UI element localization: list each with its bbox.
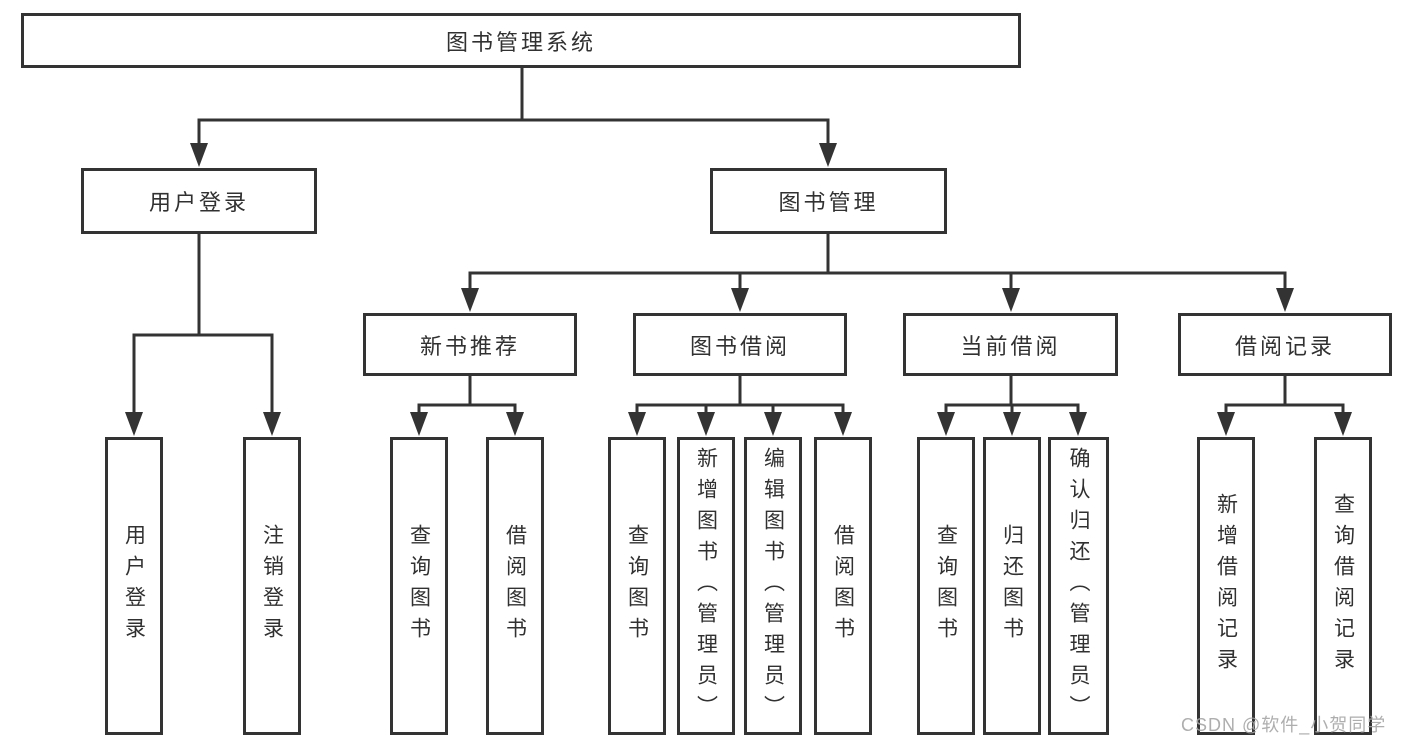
leaf-add-borrow-record-label: 新增借阅记录 <box>1214 493 1238 679</box>
node-user-login: 用户登录 <box>81 168 317 234</box>
leaf-query-books-1: 查询图书 <box>390 437 448 735</box>
leaf-query-books-2-label: 查询图书 <box>625 524 649 648</box>
node-root: 图书管理系统 <box>21 13 1021 68</box>
node-borrow-record: 借阅记录 <box>1178 313 1392 376</box>
leaf-borrow-books-1: 借阅图书 <box>486 437 544 735</box>
node-current-borrow: 当前借阅 <box>903 313 1118 376</box>
node-current-borrow-label: 当前借阅 <box>960 333 1061 359</box>
leaf-logout: 注销登录 <box>243 437 301 735</box>
leaf-borrow-books-2-label: 借阅图书 <box>831 524 855 648</box>
node-borrow-record-label: 借阅记录 <box>1234 333 1335 359</box>
leaf-borrow-books-2: 借阅图书 <box>814 437 872 735</box>
leaf-query-books-2: 查询图书 <box>608 437 666 735</box>
leaf-confirm-return-admin: 确认归还（管理员） <box>1048 437 1109 735</box>
leaf-add-book-admin: 新增图书（管理员） <box>677 437 735 735</box>
node-book-management-label: 图书管理 <box>778 190 879 215</box>
node-book-borrow: 图书借阅 <box>633 313 847 376</box>
node-user-login-label: 用户登录 <box>148 190 249 215</box>
leaf-confirm-return-admin-label: 确认归还（管理员） <box>1067 446 1090 726</box>
connector-arrowheads <box>125 143 1352 436</box>
leaf-add-borrow-record: 新增借阅记录 <box>1197 437 1255 735</box>
leaf-add-book-admin-label: 新增图书（管理员） <box>694 446 718 726</box>
connector-paths <box>132 68 1345 419</box>
node-root-label: 图书管理系统 <box>445 29 596 55</box>
node-book-management: 图书管理 <box>710 168 947 234</box>
leaf-query-books-3: 查询图书 <box>917 437 975 735</box>
leaf-query-books-3-label: 查询图书 <box>934 524 958 648</box>
leaf-edit-book-admin-label: 编辑图书（管理员） <box>761 446 785 726</box>
watermark: CSDN @软件_小贺同学 <box>1181 715 1387 735</box>
leaf-logout-label: 注销登录 <box>260 524 284 648</box>
node-new-book-recommend: 新书推荐 <box>363 313 577 376</box>
leaf-user-login-label: 用户登录 <box>122 524 146 648</box>
leaf-user-login: 用户登录 <box>105 437 163 735</box>
leaf-edit-book-admin: 编辑图书（管理员） <box>744 437 802 735</box>
leaf-query-books-1-label: 查询图书 <box>407 524 431 648</box>
leaf-query-borrow-record-label: 查询借阅记录 <box>1331 493 1355 679</box>
node-new-book-recommend-label: 新书推荐 <box>419 333 520 359</box>
leaf-return-book-label: 归还图书 <box>1000 524 1024 648</box>
node-book-borrow-label: 图书借阅 <box>689 333 790 359</box>
leaf-return-book: 归还图书 <box>983 437 1041 735</box>
leaf-borrow-books-1-label: 借阅图书 <box>503 524 527 648</box>
leaf-query-borrow-record: 查询借阅记录 <box>1314 437 1372 735</box>
